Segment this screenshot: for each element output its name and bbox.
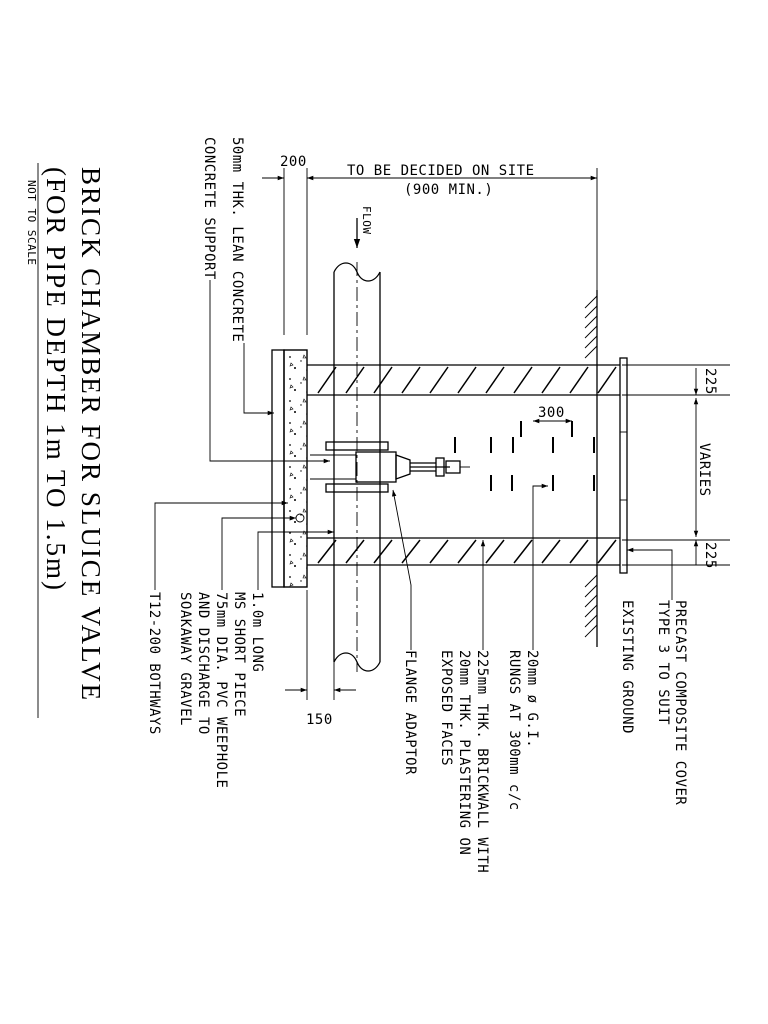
dimension-site-min: (900 MIN.) — [404, 182, 493, 198]
annotations: 50mm THK. LEAN CONCRETE CONCRETE SUPPORT… — [146, 137, 688, 873]
sluice-valve — [310, 441, 470, 493]
label-rebar: T12-200 BOTHWAYS — [146, 592, 162, 735]
dimension-200: 200 — [280, 154, 307, 170]
label-concrete-support: CONCRETE SUPPORT — [201, 137, 217, 280]
valve-flange-left — [325, 441, 389, 451]
rungs: 300 — [454, 405, 595, 491]
brick-wall-bottom — [307, 537, 620, 566]
label-short-1: 1.0m LONG — [249, 592, 265, 672]
brick-wall-top — [307, 364, 620, 396]
label-weep-3: SOAKAWAY GRAVEL — [177, 592, 193, 726]
precast-cover — [619, 357, 628, 574]
dimension-site-decided: TO BE DECIDED ON SITE — [347, 163, 535, 179]
label-flange: FLANGE ADAPTOR — [402, 650, 418, 775]
flow-label: FLOW — [360, 206, 373, 235]
label-short-2: MS SHORT PIECE — [231, 592, 247, 717]
dimension-varies: VARIES — [696, 443, 712, 497]
label-cover-1: PRECAST COMPOSITE COVER — [672, 600, 688, 805]
pipe-dimension: 150 — [285, 590, 356, 728]
dimension-wall-top: 225 — [702, 368, 718, 395]
label-brick-2: 20mm THK. PLASTERING ON — [456, 650, 472, 855]
label-rungs-2: RUNGS AT 300mm c/c — [506, 650, 522, 811]
pipe-break-top — [333, 262, 381, 282]
dimension-wall-bottom: 225 — [702, 542, 718, 569]
right-dimensions: 225 VARIES 225 — [622, 364, 730, 569]
pipe-break-bottom — [333, 652, 381, 672]
title-line-1: BRICK CHAMBER FOR SLUICE VALVE — [76, 167, 106, 702]
label-weep-2: AND DISCHARGE TO — [195, 592, 211, 735]
title-block: BRICK CHAMBER FOR SLUICE VALVE (FOR PIPE… — [25, 163, 106, 718]
rung-spacing: 300 — [538, 405, 565, 421]
dimension-150: 150 — [306, 712, 333, 728]
concrete-slab — [283, 349, 308, 588]
scale-note: NOT TO SCALE — [25, 180, 38, 265]
ground-hatch — [584, 295, 598, 638]
flow-arrow: FLOW — [353, 206, 373, 248]
valve-collar — [435, 457, 445, 477]
pipe — [333, 262, 381, 672]
existing-ground — [584, 290, 598, 647]
label-brick-1: 225mm THK. BRICKWALL WITH — [474, 650, 490, 873]
label-rungs-1: 20mm ø G.I. — [524, 650, 540, 748]
valve-flange-right — [325, 483, 389, 493]
cover-slab — [619, 357, 628, 574]
lean-concrete-layer — [271, 349, 285, 588]
label-cover-2: TYPE 3 TO SUIT — [655, 600, 671, 725]
title-line-2: (FOR PIPE DEPTH 1m TO 1.5m) — [41, 167, 71, 592]
label-weep-1: 75mm DIA. PVC WEEPHOLE — [213, 592, 229, 788]
valve-body — [355, 451, 397, 483]
base-slab — [271, 349, 308, 588]
label-ground: EXISTING GROUND — [619, 600, 635, 734]
leader-lines — [154, 280, 673, 650]
valve-bonnet — [395, 454, 411, 480]
label-brick-3: EXPOSED FACES — [438, 650, 454, 766]
top-dimensions: 200 TO BE DECIDED ON SITE (900 MIN.) — [262, 154, 598, 335]
label-lean-concrete: 50mm THK. LEAN CONCRETE — [229, 137, 245, 342]
